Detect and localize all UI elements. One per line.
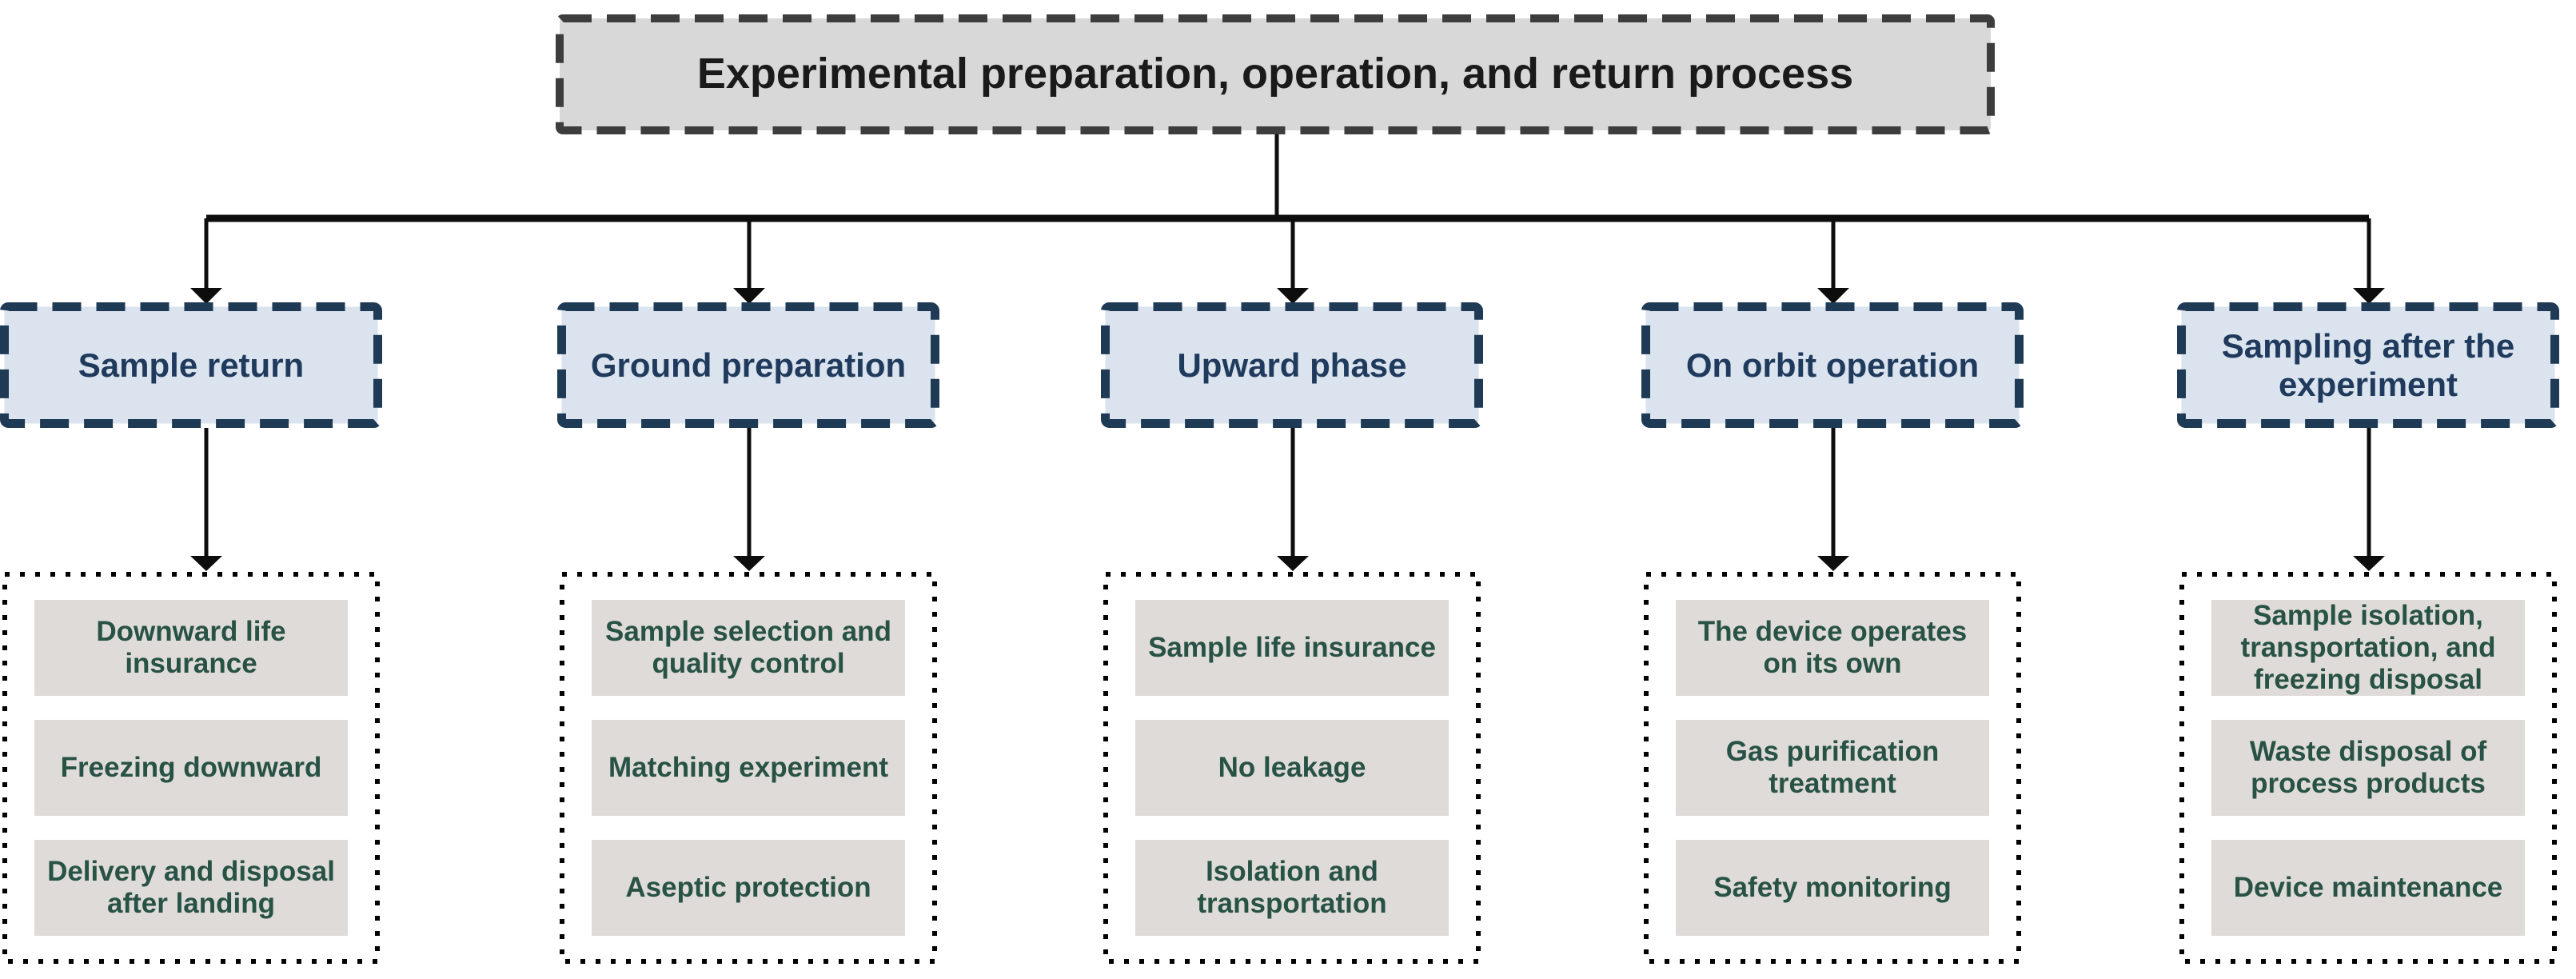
sub-items-group: Downward life insurance Freezing downwar… xyxy=(2,572,380,964)
sub-item: Downward life insurance xyxy=(34,600,348,696)
sub-item-label: Gas purification treatment xyxy=(1725,736,1940,799)
branch-node-label: Sample return xyxy=(78,346,305,384)
branch-node-border xyxy=(557,302,939,428)
sub-item: Freezing downward xyxy=(34,720,348,816)
sub-item: Delivery and disposal after landing xyxy=(34,840,348,936)
sub-item: Waste disposal of process products xyxy=(2211,720,2525,816)
branch-node-border xyxy=(0,302,382,428)
branch-node-border xyxy=(2177,302,2559,428)
sub-items-group: Sample selection and quality control Mat… xyxy=(560,572,937,964)
branch-node: Upward phase xyxy=(1101,302,1483,428)
sub-item: The device operates on its own xyxy=(1676,600,1989,696)
branch-node: Sampling after the experiment xyxy=(2177,302,2559,428)
sub-item: Gas purification treatment xyxy=(1676,720,1989,816)
sub-item: Aseptic protection xyxy=(592,840,905,936)
sub-item-label: No leakage xyxy=(1218,752,1366,784)
sub-item-label: Downward life insurance xyxy=(96,616,286,679)
branch-node-label: Sampling after the experiment xyxy=(2221,327,2515,403)
sub-item-label: Safety monitoring xyxy=(1713,872,1952,904)
branch-node-label: Upward phase xyxy=(1177,346,1407,384)
sub-items-group: Sample life insurance No leakage Isolati… xyxy=(1103,572,1481,964)
branch-column-ground-preparation: Ground preparation Sample selection and … xyxy=(557,302,939,964)
branch-node-label: Ground preparation xyxy=(590,346,907,384)
sub-item-label: Matching experiment xyxy=(608,752,889,784)
branch-node-border xyxy=(1641,302,2024,428)
branch-node-border xyxy=(1101,302,1483,428)
branch-node: Ground preparation xyxy=(557,302,939,428)
root-node: Experimental preparation, operation, and… xyxy=(556,14,1995,134)
sub-item-label: Aseptic protection xyxy=(625,872,871,904)
sub-items-group: The device operates on its own Gas purif… xyxy=(1644,572,2021,964)
root-node-border xyxy=(556,14,1995,134)
sub-item: Matching experiment xyxy=(592,720,905,816)
branch-column-upward-phase: Upward phase Sample life insurance No le… xyxy=(1101,302,1483,964)
sub-item-label: Freezing downward xyxy=(60,752,322,784)
sub-item: Sample selection and quality control xyxy=(592,600,905,696)
sub-item-label: Delivery and disposal after landing xyxy=(47,856,335,919)
sub-item-label: Sample life insurance xyxy=(1148,632,1436,664)
branch-node: Sample return xyxy=(0,302,382,428)
branch-column-sampling-after-experiment: Sampling after the experiment Sample iso… xyxy=(2177,302,2559,964)
sub-item-label: Isolation and transportation xyxy=(1197,856,1387,919)
sub-item-label: Sample selection and quality control xyxy=(605,616,891,679)
sub-item: No leakage xyxy=(1135,720,1449,816)
branch-node-label: On orbit operation xyxy=(1685,346,1980,384)
sub-item: Sample isolation, transportation, and fr… xyxy=(2211,600,2525,696)
branch-column-on-orbit-operation: On orbit operation The device operates o… xyxy=(1641,302,2024,964)
sub-item-label: The device operates on its own xyxy=(1697,616,1968,679)
sub-item-label: Device maintenance xyxy=(2233,872,2503,904)
branch-column-sample-return: Sample return Downward life insurance Fr… xyxy=(0,302,382,964)
sub-item: Sample life insurance xyxy=(1135,600,1449,696)
sub-item: Device maintenance xyxy=(2211,840,2525,936)
sub-item: Isolation and transportation xyxy=(1135,840,1449,936)
sub-items-group: Sample isolation, transportation, and fr… xyxy=(2179,572,2557,964)
branch-node: On orbit operation xyxy=(1641,302,2024,428)
sub-item-label: Sample isolation, transportation, and fr… xyxy=(2240,600,2496,695)
sub-item-label: Waste disposal of process products xyxy=(2249,736,2487,799)
sub-item: Safety monitoring xyxy=(1676,840,1989,936)
root-node-label: Experimental preparation, operation, and… xyxy=(696,50,1854,98)
